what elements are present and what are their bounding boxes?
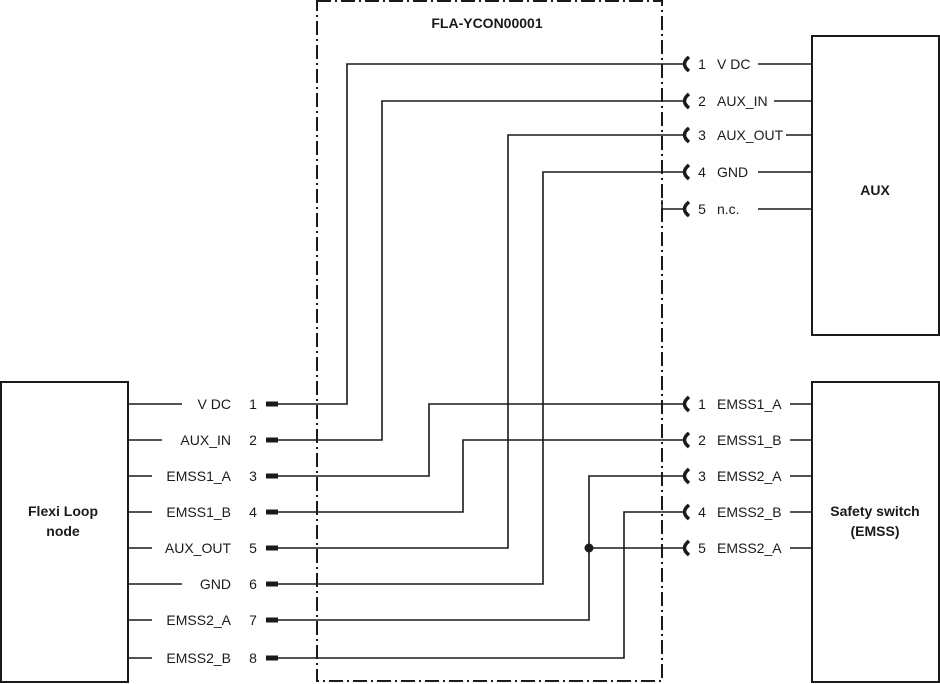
left-pin-number: 1: [249, 396, 257, 412]
aux-pin-signal: AUX_OUT: [717, 127, 784, 143]
male-pin-icon: [266, 509, 278, 515]
left-pin-signal: GND: [200, 576, 231, 592]
aux-pin-number: 1: [698, 56, 706, 72]
female-socket-icon: [682, 126, 691, 144]
wire: [278, 63, 684, 405]
wire: [278, 100, 684, 441]
safety-pin-number: 2: [698, 432, 706, 448]
female-socket-icon: [682, 163, 691, 181]
safety-pin-number: 5: [698, 540, 706, 556]
left-pin-number: 8: [249, 650, 257, 666]
safety-switch-name-line1: Safety switch: [830, 503, 919, 519]
safety-pin-number: 4: [698, 504, 706, 520]
left-pin-signal: EMSS2_B: [166, 650, 231, 666]
safety-pin-number: 3: [698, 468, 706, 484]
wire: [278, 439, 684, 513]
female-socket-icon: [682, 395, 691, 413]
aux-pin-number: 5: [698, 201, 706, 217]
female-socket-icon: [682, 467, 691, 485]
safety-pin-signal: EMSS1_A: [717, 396, 782, 412]
wire: [278, 171, 684, 585]
aux-device-name: AUX: [860, 182, 890, 198]
safety-switch-box[interactable]: [811, 381, 940, 683]
wire: [661, 200, 684, 210]
wire: [278, 511, 684, 659]
left-pin-signal: EMSS1_B: [166, 504, 231, 520]
male-pin-icon: [266, 473, 278, 479]
male-pin-icon: [266, 617, 278, 623]
safety-pin-signal: EMSS1_B: [717, 432, 782, 448]
left-pin-number: 3: [249, 468, 257, 484]
flexi-loop-node-name-line1: Flexi Loop: [28, 503, 98, 519]
female-socket-icon: [682, 92, 691, 110]
left-pin-signal: AUX_OUT: [165, 540, 232, 556]
male-pin-icon: [266, 545, 278, 551]
male-pin-icon: [266, 655, 278, 661]
left-pin-number: 6: [249, 576, 257, 592]
aux-pin-group: 1 V DC 2 AUX_IN 3 AUX_OUT 4 GND 5 n.c.: [682, 55, 812, 218]
aux-pin-signal: V DC: [717, 56, 750, 72]
aux-pin-number: 3: [698, 127, 706, 143]
aux-pin-number: 2: [698, 93, 706, 109]
wire: [278, 134, 684, 549]
safety-pin-signal: EMSS2_B: [717, 504, 782, 520]
aux-pin-signal: GND: [717, 164, 748, 180]
female-socket-icon: [682, 431, 691, 449]
left-pin-signal: EMSS1_A: [166, 468, 231, 484]
left-pin-number: 2: [249, 432, 257, 448]
safety-pin-signal: EMSS2_A: [717, 468, 782, 484]
safety-pin-signal: EMSS2_A: [717, 540, 782, 556]
cable-boundary: [316, 0, 663, 682]
male-pin-icon: [266, 437, 278, 443]
male-pin-icon: [266, 581, 278, 587]
wire-group: [278, 63, 684, 659]
aux-pin-signal: n.c.: [717, 201, 740, 217]
wire: [278, 403, 684, 477]
flexi-loop-node-box[interactable]: [0, 381, 129, 683]
left-pin-signal: EMSS2_A: [166, 612, 231, 628]
flexi-loop-node-name-line2: node: [46, 523, 80, 539]
female-socket-icon: [682, 200, 691, 218]
safety-switch-name-line2: (EMSS): [851, 523, 900, 539]
aux-pin-number: 4: [698, 164, 706, 180]
aux-device-box[interactable]: [811, 35, 940, 336]
male-pin-icon: [266, 401, 278, 407]
left-pin-signal: V DC: [198, 396, 231, 412]
female-socket-icon: [682, 55, 691, 73]
left-pin-number: 4: [249, 504, 257, 520]
aux-pin-signal: AUX_IN: [717, 93, 768, 109]
left-pin-number: 5: [249, 540, 257, 556]
left-pin-number: 7: [249, 612, 257, 628]
junction-dot: [584, 543, 594, 553]
left-pin-signal: AUX_IN: [180, 432, 231, 448]
female-socket-icon: [682, 503, 691, 521]
female-socket-icon: [682, 539, 691, 557]
safety-pin-number: 1: [698, 396, 706, 412]
cable-title: FLA-YCON00001: [431, 15, 542, 31]
